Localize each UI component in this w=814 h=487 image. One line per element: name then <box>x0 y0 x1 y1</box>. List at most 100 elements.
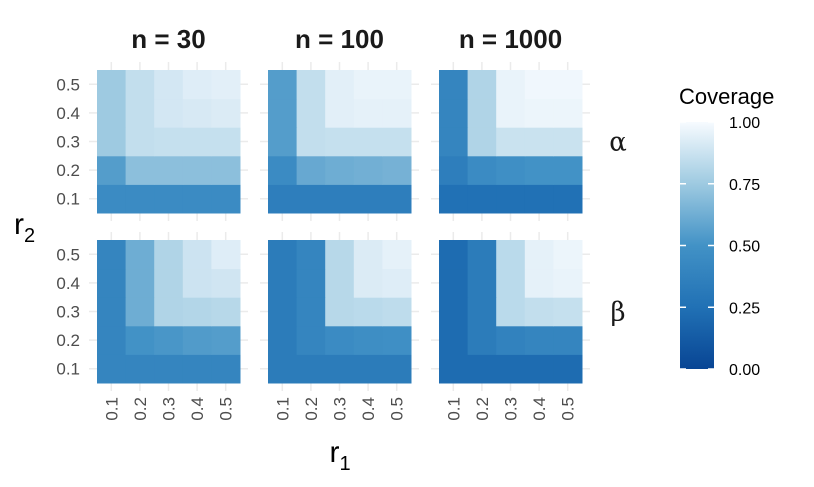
heatmap-cell <box>353 127 383 157</box>
heatmap-cell <box>524 325 554 355</box>
x-tick-label: 0.2 <box>473 397 492 421</box>
heatmap-cell <box>553 354 583 384</box>
heatmap-cell <box>553 268 583 298</box>
heatmap-cell <box>97 127 127 157</box>
legend-tick-label: 0.25 <box>729 300 760 317</box>
panel-1-1 <box>260 232 419 391</box>
heatmap-cell <box>211 70 241 100</box>
heatmap-cell <box>154 127 184 157</box>
heatmap-cell <box>154 297 184 327</box>
y-axis-title-base: r <box>14 208 24 241</box>
heatmap-cell <box>439 354 469 384</box>
heatmap-cell <box>154 155 184 185</box>
heatmap-cell <box>439 98 469 128</box>
heatmap-cell <box>467 155 497 185</box>
heatmap-cell <box>296 98 326 128</box>
heatmap-cell <box>154 268 184 298</box>
heatmap-cell <box>439 325 469 355</box>
heatmap-cell <box>154 354 184 384</box>
heatmap-cell <box>211 127 241 157</box>
legend-tick-label: 1.00 <box>729 115 760 132</box>
x-tick-label: 0.3 <box>331 397 350 421</box>
heatmap-cell <box>182 297 212 327</box>
heatmap-cell <box>553 155 583 185</box>
heatmap-cell <box>325 155 355 185</box>
heatmap-cell <box>524 184 554 214</box>
heatmap-cell <box>467 127 497 157</box>
x-tick-label: 0.5 <box>559 397 578 421</box>
y-tick-label: 0.4 <box>56 104 80 123</box>
heatmap-cell <box>439 155 469 185</box>
heatmap-cell <box>382 184 412 214</box>
heatmap-cell <box>382 98 412 128</box>
heatmap-cell <box>97 354 127 384</box>
heatmap-cell <box>182 127 212 157</box>
heatmap-cell <box>553 325 583 355</box>
heatmap-cell <box>154 184 184 214</box>
heatmap-cell <box>553 98 583 128</box>
heatmap-cell <box>353 240 383 270</box>
heatmap-cell <box>353 98 383 128</box>
heatmap-cell <box>382 127 412 157</box>
heatmap-cell <box>325 297 355 327</box>
legend-tick-label: 0.00 <box>729 362 760 379</box>
heatmap-cell <box>125 297 155 327</box>
heatmap-cell <box>125 184 155 214</box>
x-tick-label: 0.1 <box>102 397 121 421</box>
heatmap-cell <box>125 240 155 270</box>
heatmap-cell <box>353 325 383 355</box>
heatmap-cell <box>382 155 412 185</box>
heatmap-cell <box>496 155 526 185</box>
heatmap-cell <box>154 240 184 270</box>
heatmap-cell <box>97 184 127 214</box>
x-tick-label: 0.5 <box>217 397 236 421</box>
heatmap-cell <box>97 297 127 327</box>
heatmap-cell <box>467 325 497 355</box>
heatmap-cell <box>296 268 326 298</box>
heatmap-cell <box>553 184 583 214</box>
panel-0-2 <box>431 62 590 221</box>
heatmap-cell <box>553 297 583 327</box>
heatmap-cell <box>211 297 241 327</box>
heatmap-cell <box>382 268 412 298</box>
heatmap-cell <box>439 127 469 157</box>
heatmap-cell <box>325 184 355 214</box>
legend-title: Coverage <box>679 84 774 109</box>
heatmap-cell <box>467 184 497 214</box>
y-tick-label: 0.1 <box>56 360 80 379</box>
y-tick-label: 0.1 <box>56 190 80 209</box>
heatmap-cell <box>182 70 212 100</box>
legend-tick-label: 0.75 <box>729 177 760 194</box>
heatmap-cell <box>553 127 583 157</box>
y-axis-title: r2 <box>14 208 35 247</box>
heatmap-cell <box>268 297 298 327</box>
heatmap-cell <box>467 98 497 128</box>
heatmap-cell <box>353 297 383 327</box>
heatmap-cell <box>97 70 127 100</box>
heatmap-cell <box>325 70 355 100</box>
y-tick-label: 0.4 <box>56 274 80 293</box>
heatmap-cell <box>496 354 526 384</box>
heatmap-cell <box>296 155 326 185</box>
heatmap-cell <box>553 70 583 100</box>
heatmap-cell <box>353 354 383 384</box>
y-tick-label: 0.3 <box>56 133 80 152</box>
heatmap-cell <box>182 98 212 128</box>
heatmap-cell <box>182 268 212 298</box>
heatmap-cell <box>325 268 355 298</box>
panel-1-0 <box>89 232 248 391</box>
heatmap-cell <box>382 240 412 270</box>
heatmap-cell <box>496 297 526 327</box>
heatmap-cell <box>268 184 298 214</box>
heatmap-cell <box>353 268 383 298</box>
heatmap-cell <box>211 155 241 185</box>
x-tick-label: 0.4 <box>359 397 378 421</box>
heatmap-cell <box>553 240 583 270</box>
x-tick-label: 0.3 <box>502 397 521 421</box>
x-axis-title: r1 <box>329 436 350 475</box>
heatmap-cell <box>496 240 526 270</box>
heatmap-cell <box>382 70 412 100</box>
heatmap-cell <box>97 325 127 355</box>
facet-title-col-0: n = 30 <box>131 24 205 54</box>
heatmap-cell <box>296 297 326 327</box>
